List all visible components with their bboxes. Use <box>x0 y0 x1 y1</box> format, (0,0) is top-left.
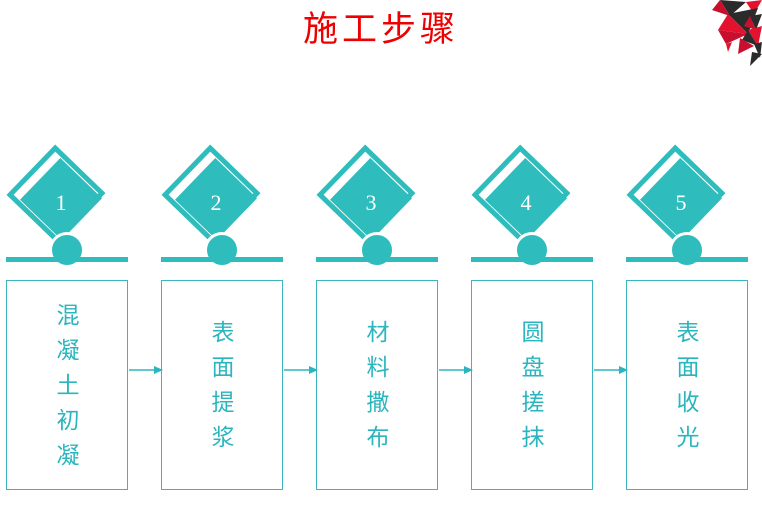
step-box[interactable]: 圆 盘 搓 抹 <box>471 280 593 490</box>
step-label-char: 提 <box>211 390 235 416</box>
step-bar <box>316 257 438 262</box>
step-circle-icon <box>669 232 705 268</box>
step-marker[interactable]: 4 <box>471 144 582 255</box>
step-label: 表 面 提 浆 <box>162 281 284 491</box>
step-marker[interactable]: 5 <box>626 144 737 255</box>
step-circle-icon <box>359 232 395 268</box>
page-title: 施工步骤 <box>302 10 459 50</box>
step-label-char: 圆 <box>521 320 545 346</box>
arrow-2-to-3-icon <box>284 366 318 374</box>
step-box[interactable]: 表 面 收 光 <box>626 280 748 490</box>
step-number: 1 <box>55 190 67 215</box>
step-number: 5 <box>675 190 687 215</box>
step-label-char: 布 <box>366 425 390 451</box>
step-label-char: 混 <box>56 302 80 329</box>
process-step: 3 材 料 撒 布 <box>316 0 438 509</box>
step-box[interactable]: 混 凝 土 初 凝 <box>6 280 128 490</box>
step-label: 表 面 收 光 <box>627 281 749 491</box>
step-circle-icon <box>49 232 85 268</box>
step-label-char: 凝 <box>56 442 80 469</box>
step-number: 3 <box>365 190 377 215</box>
step-label-char: 面 <box>211 355 235 381</box>
step-label-char: 浆 <box>211 425 235 451</box>
step-label-char: 收 <box>676 390 700 416</box>
step-label-char: 抹 <box>521 425 545 451</box>
step-circle-icon <box>514 232 550 268</box>
step-bar <box>6 257 128 262</box>
step-label: 材 料 撒 布 <box>317 281 439 491</box>
step-label: 混 凝 土 初 凝 <box>7 281 129 491</box>
process-step: 2 表 面 提 浆 <box>161 0 283 509</box>
step-label-char: 表 <box>211 320 235 346</box>
step-label: 圆 盘 搓 抹 <box>472 281 594 491</box>
step-marker[interactable]: 3 <box>316 144 427 255</box>
arrow-1-to-2-icon <box>129 366 163 374</box>
step-label-char: 土 <box>56 372 80 399</box>
process-step: 5 表 面 收 光 <box>626 0 748 509</box>
step-label-char: 凝 <box>56 337 80 364</box>
step-circle-icon <box>204 232 240 268</box>
arrow-4-to-5-icon <box>594 366 628 374</box>
step-label-char: 撒 <box>366 390 390 416</box>
step-label-char: 光 <box>676 425 700 451</box>
step-label-char: 盘 <box>521 355 545 381</box>
step-label-char: 初 <box>56 407 80 434</box>
step-label-char: 面 <box>676 355 700 381</box>
step-bar <box>471 257 593 262</box>
step-label-char: 材 <box>366 320 390 346</box>
process-step: 4 圆 盘 搓 抹 <box>471 0 593 509</box>
step-label-char: 表 <box>676 320 700 346</box>
step-box[interactable]: 表 面 提 浆 <box>161 280 283 490</box>
step-bar <box>626 257 748 262</box>
step-label-char: 搓 <box>521 390 545 416</box>
arrow-3-to-4-icon <box>439 366 473 374</box>
step-number: 4 <box>520 190 532 215</box>
process-step: 1 混 凝 土 初 凝 <box>6 0 128 509</box>
step-marker[interactable]: 2 <box>161 144 272 255</box>
step-marker[interactable]: 1 <box>6 144 117 255</box>
step-box[interactable]: 材 料 撒 布 <box>316 280 438 490</box>
step-label-char: 料 <box>366 355 390 381</box>
step-bar <box>161 257 283 262</box>
step-number: 2 <box>210 190 222 215</box>
